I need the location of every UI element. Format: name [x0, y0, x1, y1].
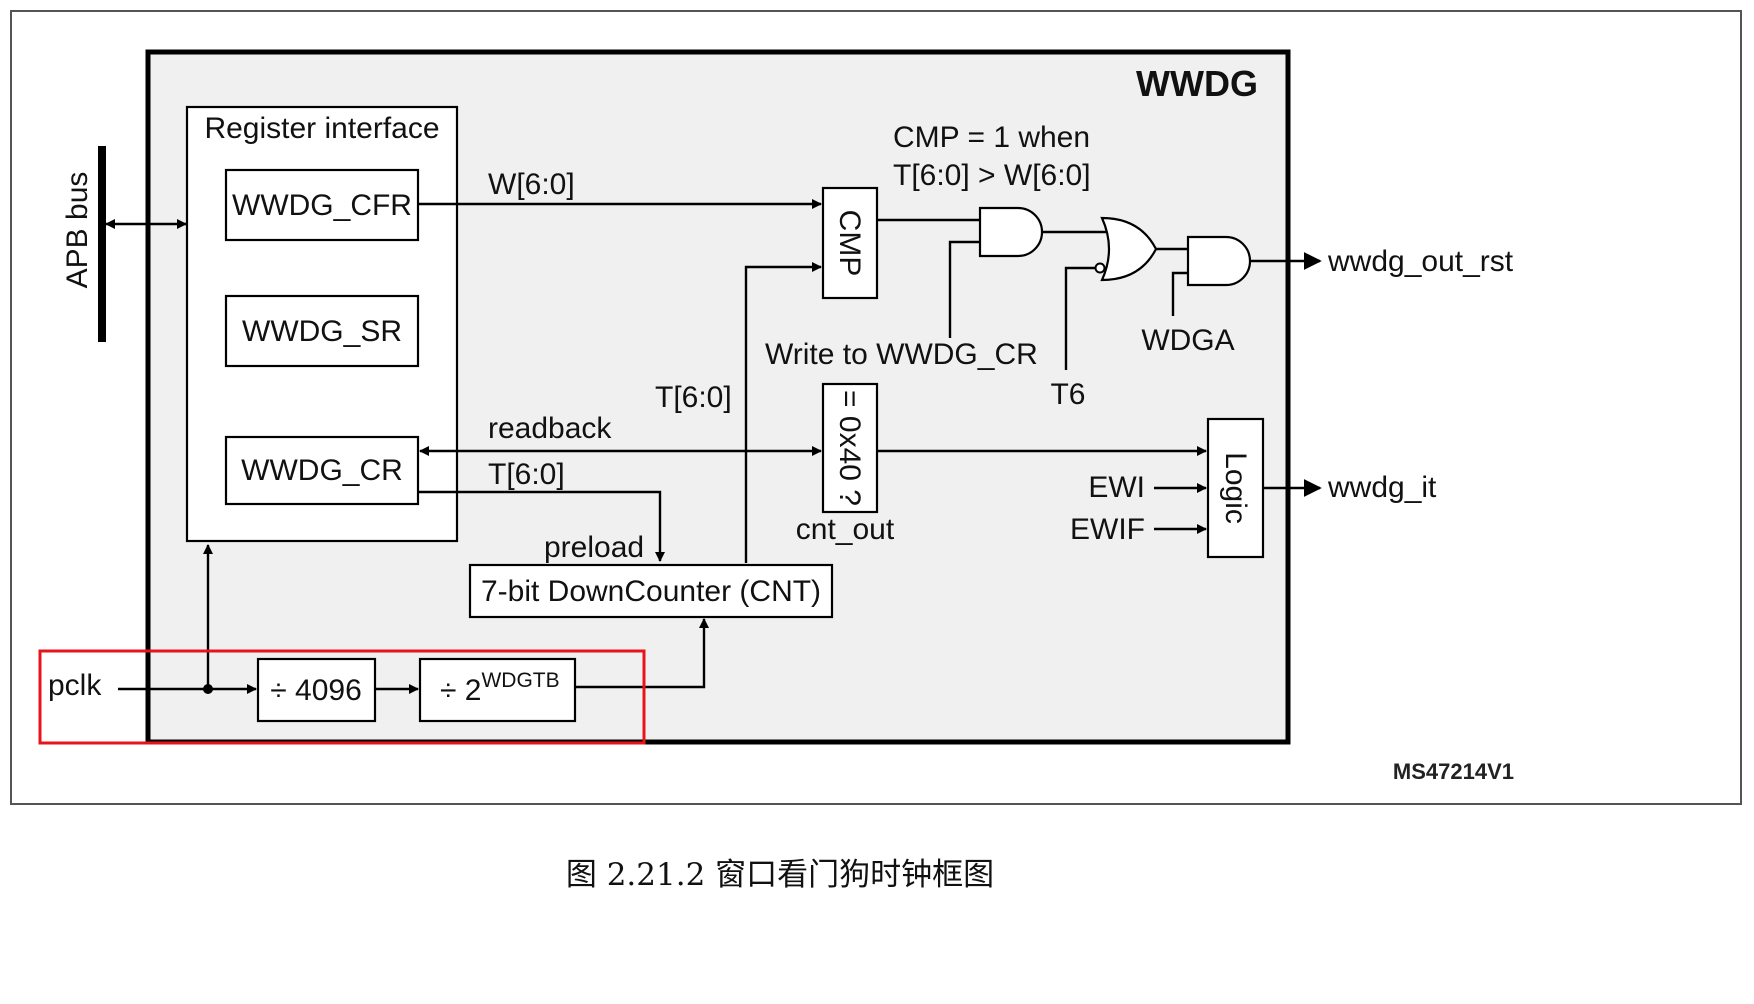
- wwdg-it-label: wwdg_it: [1327, 471, 1437, 504]
- wwdg-cr-label: WWDG_CR: [241, 454, 403, 487]
- t-bits-counter-wire: [744, 262, 822, 563]
- preload-wire: [418, 490, 665, 562]
- wwdg-cfr-box: [224, 168, 420, 242]
- figure-caption: 图 2.21.2 窗口看门狗时钟框图: [566, 857, 994, 893]
- pclk-label: pclk: [48, 669, 102, 702]
- eq40-box: [821, 382, 879, 514]
- wwdg-out-rst-label: wwdg_out_rst: [1327, 245, 1514, 278]
- readback-label: readback: [488, 412, 612, 445]
- wwdg-sr-label: WWDG_SR: [242, 315, 402, 348]
- div2-exponent: WDGTB: [481, 669, 559, 692]
- wdga-wire: [1171, 271, 1188, 316]
- counter-label: 7-bit DownCounter (CNT): [481, 575, 821, 608]
- wwdg-sr-box: [224, 294, 420, 368]
- wwdg-cfr-label: WWDG_CFR: [232, 189, 412, 222]
- clock-highlight-box: [38, 649, 646, 745]
- write-cr-label: Write to WWDG_CR: [765, 338, 1038, 371]
- and-gate-2: [1186, 235, 1252, 287]
- wdga-label: WDGA: [1141, 324, 1234, 357]
- wwdg-cr-box: [224, 435, 420, 506]
- wwdg-title: WWDG: [1136, 63, 1258, 104]
- cmp-note-line1: CMP = 1 when: [893, 121, 1090, 154]
- t-bits-cr-label: T[6:0]: [488, 458, 565, 491]
- div4096-label: ÷ 4096: [270, 674, 362, 707]
- w-bits-label: W[6:0]: [488, 168, 575, 201]
- t-bits-up-label: T[6:0]: [655, 381, 732, 414]
- cmp-note-line2: T[6:0] > W[6:0]: [893, 159, 1091, 192]
- ewi-label: EWI: [1088, 471, 1145, 504]
- or-invert-bubble: [1094, 262, 1106, 274]
- apb-bus-label: APB bus: [61, 172, 94, 289]
- div2-out-wire: [575, 618, 709, 689]
- register-interface-title: Register interface: [204, 112, 439, 145]
- div2-label: ÷ 2WDGTB: [440, 669, 560, 707]
- and-gate-1: [978, 206, 1044, 258]
- logic-box: [1206, 417, 1265, 559]
- cmp-label: CMP: [833, 210, 866, 277]
- div2-base: ÷ 2: [440, 674, 481, 707]
- t6-label: T6: [1050, 378, 1085, 411]
- or-gate: [1100, 216, 1158, 282]
- counter-box: [468, 563, 834, 619]
- cmp-box: [821, 186, 879, 300]
- div2-box: [418, 657, 577, 723]
- preload-label: preload: [544, 531, 644, 564]
- logic-label: Logic: [1219, 452, 1252, 524]
- figure-id: MS47214V1: [1393, 759, 1514, 784]
- t6-wire: [1064, 266, 1095, 370]
- ewif-label: EWIF: [1070, 513, 1145, 546]
- write-cr-wire: [948, 240, 980, 338]
- eq40-label: = 0x40 ?: [833, 390, 866, 506]
- cnt-out-label: cnt_out: [796, 513, 895, 546]
